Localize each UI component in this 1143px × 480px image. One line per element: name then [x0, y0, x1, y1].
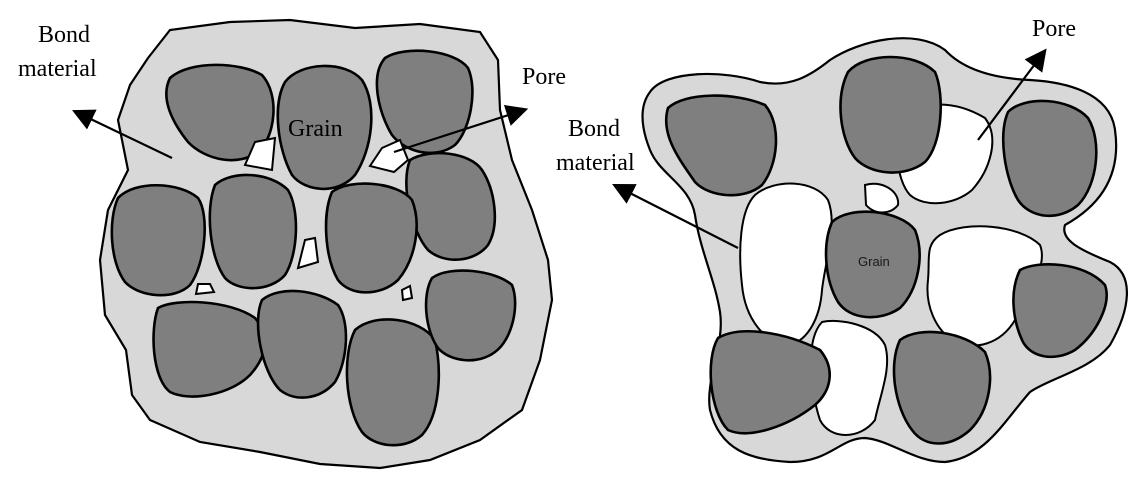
right-bond-label-line1: Bond [568, 116, 620, 142]
left-bond-label-line1: Bond [38, 22, 90, 48]
right-bond-label-line2: material [556, 150, 635, 176]
left-grain [112, 185, 205, 295]
right-grain [841, 57, 941, 173]
left-structure: Bond material Pore Grain [18, 20, 566, 468]
left-pore [196, 284, 214, 294]
left-bond-label-line2: material [18, 56, 97, 82]
right-grain-label: Grain [858, 254, 890, 269]
left-grain-label: Grain [288, 116, 343, 142]
right-pore-label: Pore [1032, 16, 1076, 42]
right-grain [1003, 101, 1096, 216]
right-structure: Bond material Pore Grain [556, 16, 1127, 462]
left-grain [210, 175, 296, 288]
left-grain [347, 319, 439, 445]
left-pore-label: Pore [522, 64, 566, 90]
left-grain [426, 271, 515, 361]
